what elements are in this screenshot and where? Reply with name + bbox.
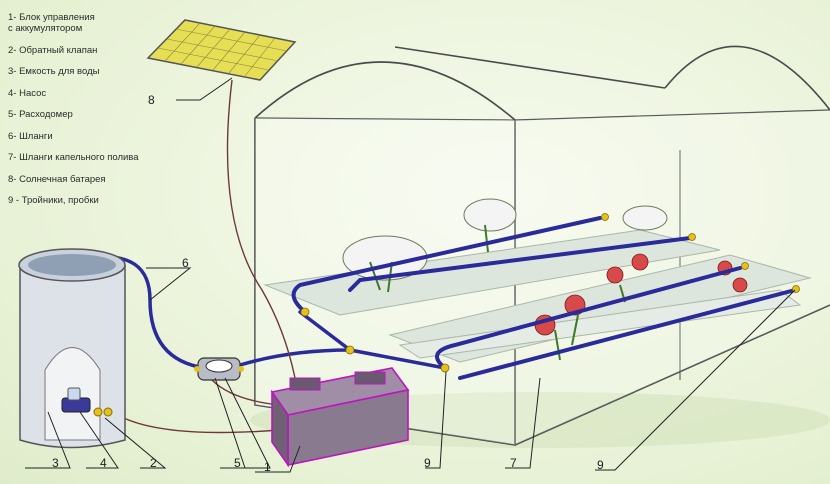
legend-item-4: 4- Насос xyxy=(8,87,47,99)
meter-wire xyxy=(209,377,281,406)
solar-wire xyxy=(226,79,296,379)
drip-hose-2 xyxy=(348,236,692,292)
flow-meter xyxy=(194,357,244,381)
legend-item-7: 7- Шланги капельного полива xyxy=(8,152,139,163)
pump xyxy=(61,387,113,417)
bed-1 xyxy=(263,229,721,316)
callout-2: 2 xyxy=(150,456,157,470)
legend-item-5: 5- Расходомер xyxy=(8,109,73,120)
callout-4: 4 xyxy=(100,456,107,470)
callout-7: 7 xyxy=(510,456,517,470)
drip-hose-3 xyxy=(435,266,742,370)
legend-item-8: 8- Солнечная батарея xyxy=(8,173,106,185)
callout-3: 3 xyxy=(52,456,59,470)
fittings xyxy=(300,213,800,373)
solar-panel xyxy=(146,19,297,81)
legend-item-1: 1- Блок управления с аккумулятором xyxy=(8,12,95,34)
callout-8: 8 xyxy=(148,93,155,107)
callout-1: 1 xyxy=(264,460,271,474)
battery-control-unit xyxy=(270,367,410,468)
greenhouse-back-arch xyxy=(664,45,830,111)
hose-tee-to-bed xyxy=(348,348,447,370)
plants xyxy=(342,198,748,361)
callout-6: 6 xyxy=(182,256,189,270)
drip-hoses xyxy=(291,216,797,380)
callout-9-plug: 9 xyxy=(597,458,604,472)
water-tank xyxy=(18,248,126,449)
greenhouse-base-edge xyxy=(514,304,830,446)
drip-hose-4 xyxy=(458,288,797,380)
drip-hose-1 xyxy=(291,216,602,314)
callout-9-tee: 9 xyxy=(424,456,431,470)
legend-item-2: 2- Обратный клапан xyxy=(8,44,98,56)
leader-lines xyxy=(25,77,796,473)
legend-item-9: 9 - Тройники, пробки xyxy=(8,195,99,206)
legend-item-6: 6- Шланги xyxy=(8,130,53,142)
callout-5: 5 xyxy=(234,456,241,470)
bed-3 xyxy=(398,289,802,359)
greenhouse-front-arch xyxy=(254,61,516,121)
legend: 1- Блок управления с аккумулятором 2- Об… xyxy=(8,12,178,217)
legend-item-3: 3- Емкость для воды xyxy=(8,66,100,77)
greenhouse-ridge xyxy=(394,46,666,89)
